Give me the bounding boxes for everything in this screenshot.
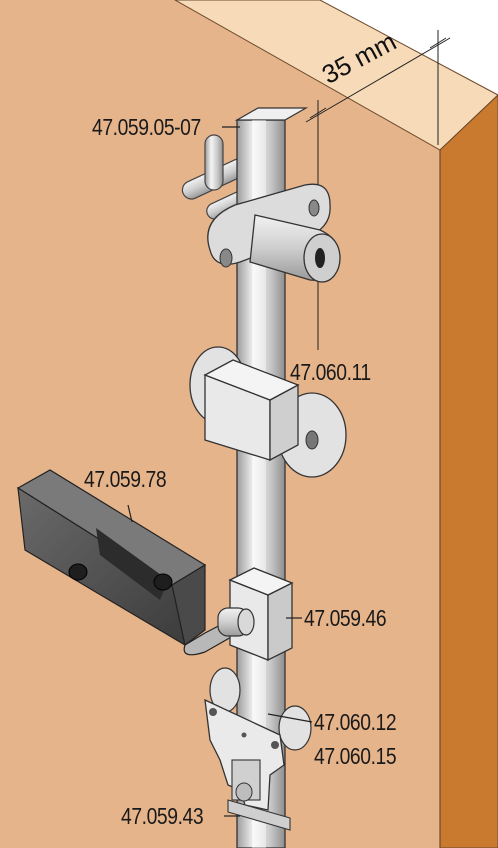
label-cam-lock: 47.060.11 <box>290 359 371 385</box>
label-collar: 47.059.46 <box>304 605 387 631</box>
label-guide-2: 47.060.15 <box>314 743 397 769</box>
label-guide-1: 47.060.12 <box>314 709 397 735</box>
leader-lines <box>127 126 313 817</box>
label-top-bolt: 47.059.05-07 <box>92 114 201 140</box>
upper-guide-block <box>189 346 347 478</box>
cam-lock-part <box>207 183 341 283</box>
lower-guide-part <box>204 667 312 831</box>
cabinet-front-edge <box>439 94 498 848</box>
label-bottom-clip: 47.059.43 <box>121 803 204 829</box>
collar-part <box>217 567 294 662</box>
lever-part <box>16 469 241 656</box>
label-lever: 47.059.78 <box>84 466 167 492</box>
cabinet-top <box>173 0 498 151</box>
